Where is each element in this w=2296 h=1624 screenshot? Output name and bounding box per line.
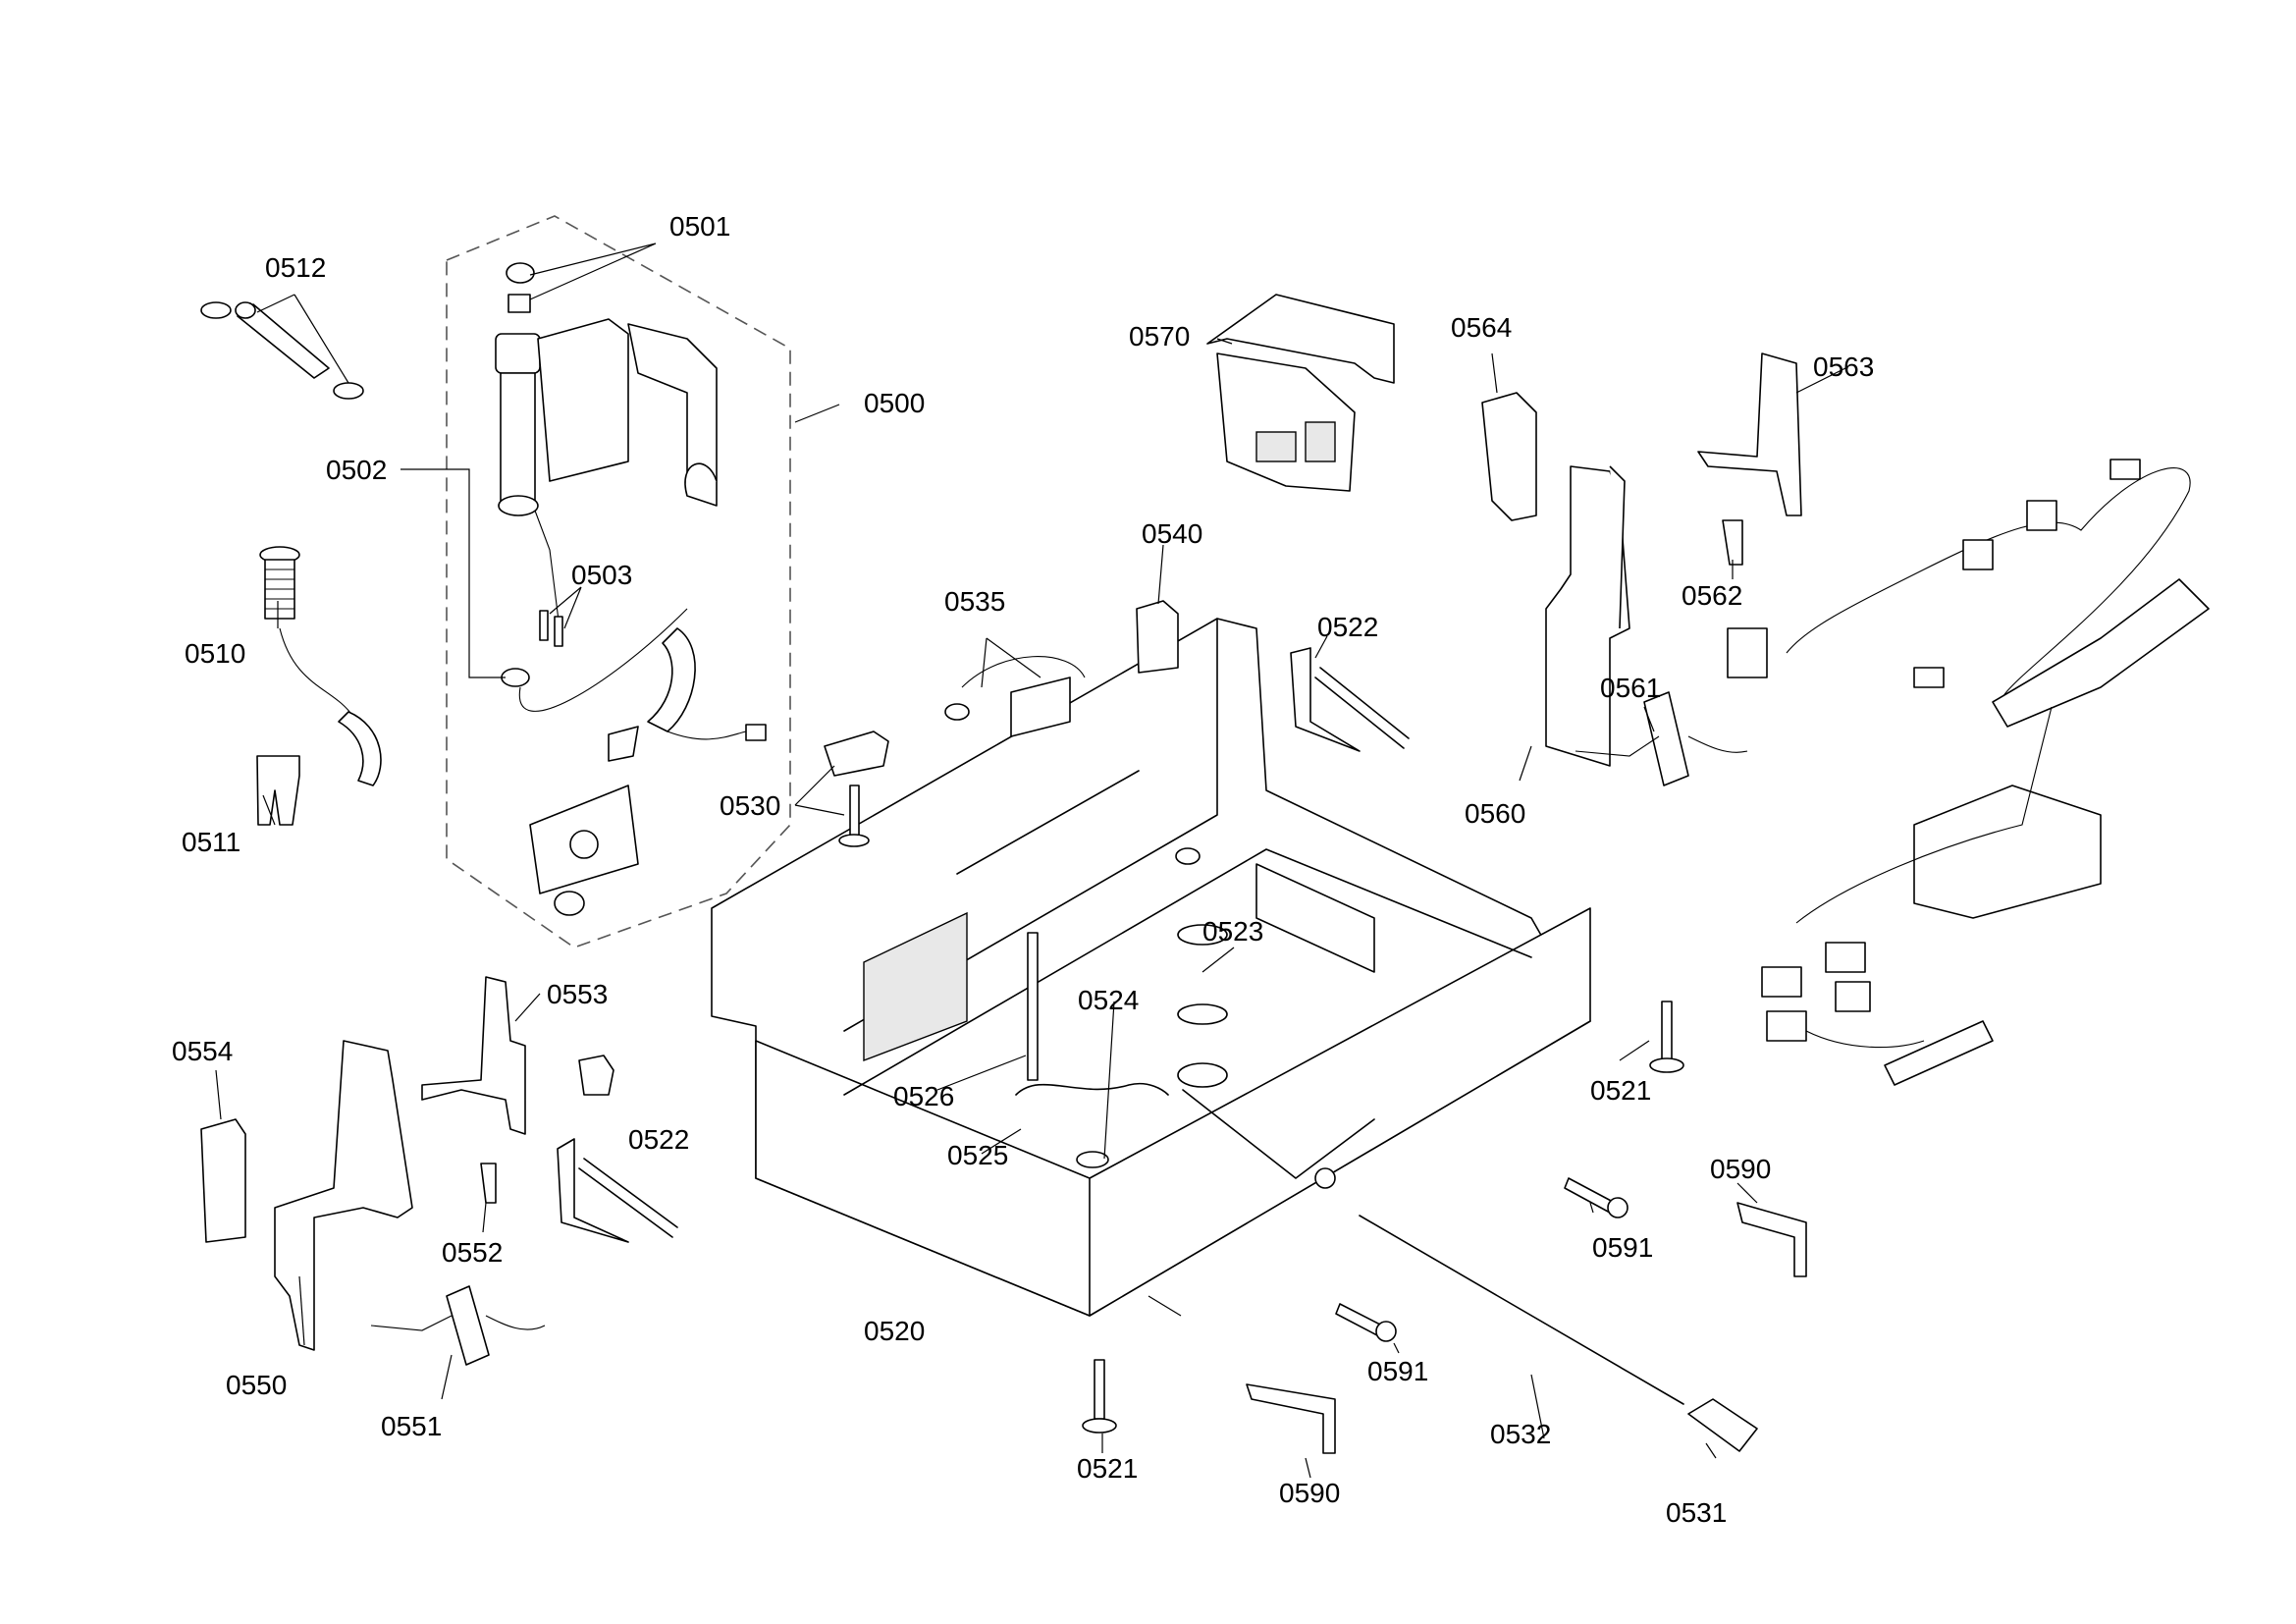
label-0530: 0530 xyxy=(720,790,780,821)
label-0561: 0561 xyxy=(1600,673,1661,703)
label-0522-left: 0522 xyxy=(628,1124,689,1155)
part-0535-cable[interactable] xyxy=(944,656,1086,737)
label-0522-right: 0522 xyxy=(1317,612,1378,642)
part-0590-strip-right[interactable] xyxy=(1736,1202,1807,1277)
part-0554-bracket[interactable] xyxy=(200,1118,246,1243)
label-0554: 0554 xyxy=(172,1036,233,1066)
label-0502: 0502 xyxy=(326,455,387,485)
label-0560: 0560 xyxy=(1465,798,1525,829)
label-0500: 0500 xyxy=(864,388,925,418)
label-0526: 0526 xyxy=(893,1081,954,1111)
label-0521-right: 0521 xyxy=(1590,1075,1651,1106)
wiring-harness[interactable] xyxy=(1727,459,2210,1086)
part-0511-clip[interactable] xyxy=(256,755,300,826)
label-0501: 0501 xyxy=(669,211,730,242)
label-0523: 0523 xyxy=(1202,916,1263,947)
label-0590-bottom: 0590 xyxy=(1279,1478,1340,1508)
part-0590-strip-bottom[interactable] xyxy=(1246,1383,1336,1454)
part-0560-side-bracket[interactable] xyxy=(1545,465,1630,767)
part-0553-bracket[interactable] xyxy=(421,976,526,1135)
label-0535: 0535 xyxy=(944,586,1005,617)
part-0591-screw-upper[interactable] xyxy=(1564,1177,1629,1218)
part-0510-coil-hose[interactable] xyxy=(259,546,382,786)
part-0520-base-tub[interactable] xyxy=(711,618,1591,1317)
label-0591-lower: 0591 xyxy=(1367,1356,1428,1386)
part-0522-spring-right[interactable] xyxy=(1290,647,1410,752)
label-0550: 0550 xyxy=(226,1370,287,1400)
part-0526-float-rod[interactable] xyxy=(1027,932,1039,1081)
label-0553: 0553 xyxy=(547,979,608,1009)
label-0564: 0564 xyxy=(1451,312,1512,343)
label-0551: 0551 xyxy=(381,1411,442,1441)
label-0511: 0511 xyxy=(182,827,240,857)
part-0551-float-switch[interactable] xyxy=(370,1285,546,1366)
label-0563: 0563 xyxy=(1813,352,1874,382)
label-0532: 0532 xyxy=(1490,1419,1551,1449)
part-0564-bracket[interactable] xyxy=(1481,392,1537,521)
part-0532-rod[interactable] xyxy=(1359,1215,1684,1405)
part-0553-connector[interactable] xyxy=(578,1055,614,1096)
label-0524: 0524 xyxy=(1078,985,1139,1015)
label-0531: 0531 xyxy=(1666,1497,1727,1528)
part-0563-bracket[interactable] xyxy=(1697,352,1802,516)
part-0521-screw-bottom[interactable] xyxy=(1082,1359,1117,1434)
label-0521-bottom: 0521 xyxy=(1077,1453,1138,1484)
part-0512-hose[interactable] xyxy=(200,301,364,400)
part-0522-spring-left[interactable] xyxy=(557,1138,678,1243)
part-0552-clip[interactable] xyxy=(480,1163,497,1204)
label-0552: 0552 xyxy=(442,1237,503,1268)
part-0562-clip[interactable] xyxy=(1722,519,1743,566)
label-0540: 0540 xyxy=(1142,518,1202,549)
part-0561-float-switch[interactable] xyxy=(1575,691,1748,786)
assembly-boundary-0500 xyxy=(446,215,791,948)
part-0530-switch[interactable] xyxy=(824,731,889,847)
label-0510: 0510 xyxy=(185,638,245,669)
part-0500-valve-assembly[interactable] xyxy=(495,262,767,916)
label-0525: 0525 xyxy=(947,1140,1008,1170)
part-0550-side-bracket[interactable] xyxy=(274,1040,413,1351)
part-0525-spring-clip[interactable] xyxy=(1015,1082,1169,1096)
label-0520: 0520 xyxy=(864,1316,925,1346)
part-0570-control-unit[interactable] xyxy=(1206,294,1395,492)
label-0591-upper: 0591 xyxy=(1592,1232,1653,1263)
label-0503: 0503 xyxy=(571,560,632,590)
label-0590-right: 0590 xyxy=(1710,1154,1771,1184)
leader-lines xyxy=(215,243,1846,1479)
part-0531-knob[interactable] xyxy=(1687,1398,1758,1452)
part-0540-connector[interactable] xyxy=(1136,600,1179,674)
label-0512: 0512 xyxy=(265,252,326,283)
part-0521-screw-right[interactable] xyxy=(1649,1001,1684,1073)
part-labels: 0500 0501 0502 0503 0510 0511 0512 0520 … xyxy=(172,211,1874,1528)
label-0562: 0562 xyxy=(1682,580,1742,611)
part-0591-screw-lower[interactable] xyxy=(1335,1303,1397,1342)
label-0570: 0570 xyxy=(1129,321,1190,352)
